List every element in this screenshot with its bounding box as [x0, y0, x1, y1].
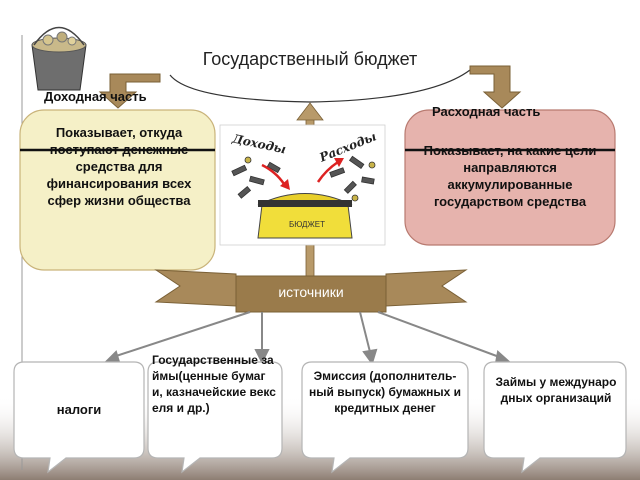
callout-3-shape	[301, 361, 469, 474]
expense-heading: Расходная часть	[432, 104, 541, 119]
flying-money	[231, 155, 376, 202]
source-connectors	[103, 311, 511, 366]
budget-title: Государственный бюджет	[202, 49, 418, 69]
treasure-chest-icon	[257, 193, 353, 239]
sources-ribbon-center	[235, 275, 387, 313]
title-arc	[169, 69, 471, 103]
expense-elbow-arrow	[469, 65, 522, 109]
money-bucket-icon	[31, 26, 87, 91]
income-heading: Доходная часть	[44, 89, 147, 104]
chest-label: БЮДЖЕТ	[288, 220, 325, 229]
source-item-international-loans: Займы у международных организаций	[495, 375, 617, 405]
sources-label: источники	[278, 284, 344, 300]
sources-ribbon-left	[154, 269, 237, 307]
expense-red-arrow	[316, 160, 339, 183]
income-description: Показывает, откуда поступают денежные ср…	[46, 125, 192, 208]
sources-ribbon-right	[385, 269, 468, 307]
expense-description: Показывает, на какие цели направляются а…	[423, 143, 597, 209]
callout-2-shape	[147, 361, 283, 474]
income-red-arrow	[261, 163, 286, 185]
callout-1-shape	[13, 361, 145, 474]
income-elbow-arrow	[98, 73, 161, 109]
source-item-emission: Эмиссия (дополнитель-ный выпуск) бумажны…	[308, 369, 461, 415]
callout-shapes	[13, 361, 627, 474]
source-item-taxes: налоги	[56, 402, 102, 417]
expense-box	[404, 109, 616, 246]
source-item-state-loans: Государственные займы(ценные бумаги, каз…	[152, 353, 276, 415]
center-arrow-head	[296, 102, 324, 121]
callout-4-shape	[483, 361, 627, 474]
